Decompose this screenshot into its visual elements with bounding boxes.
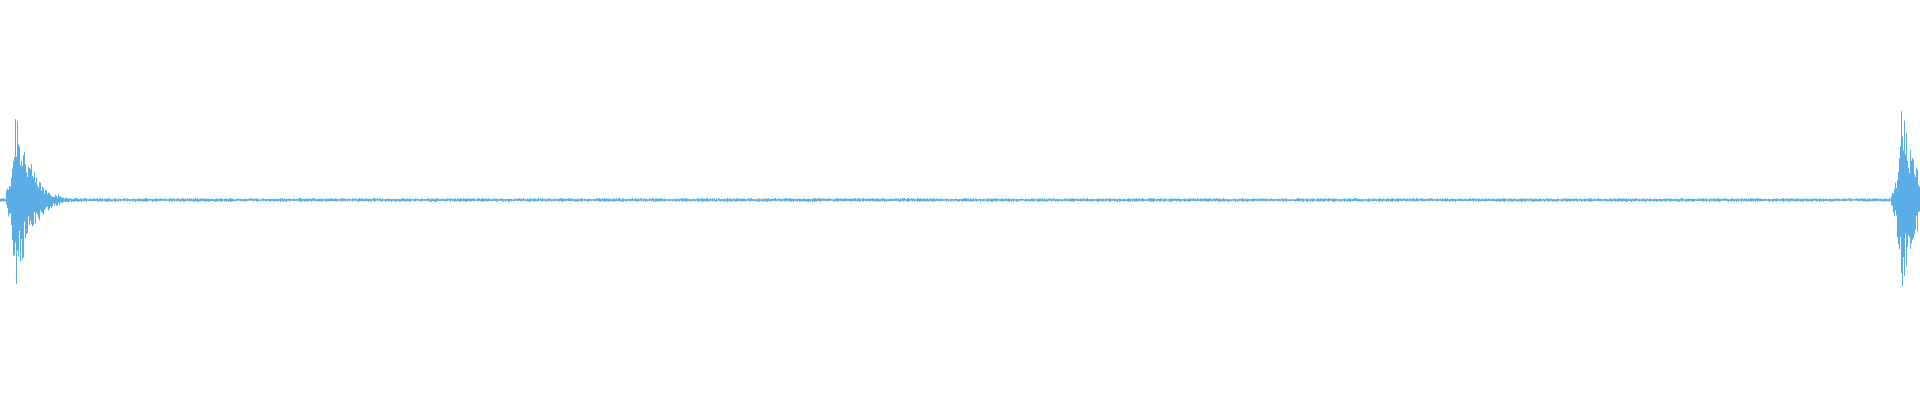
waveform-lines	[0, 111, 1920, 286]
waveform-trace	[0, 111, 1920, 286]
